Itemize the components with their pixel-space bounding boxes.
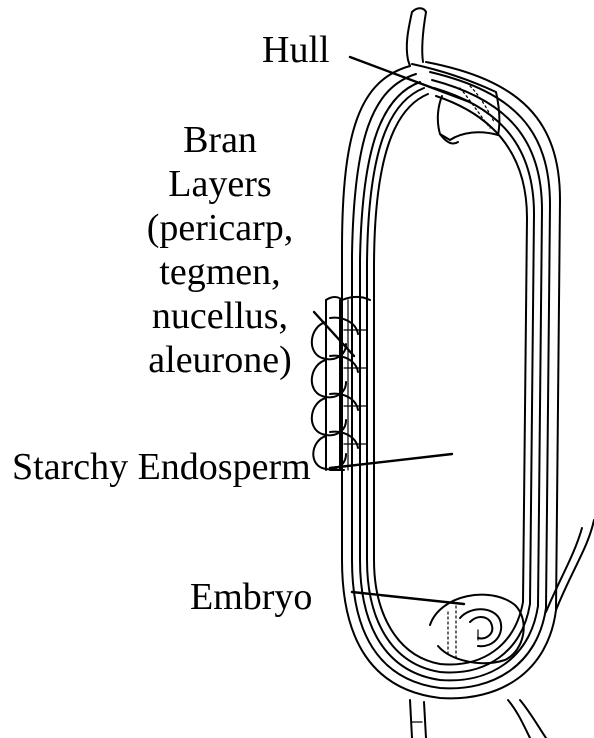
bran-label-line: (pericarp,: [124, 206, 316, 250]
bran-label-line: Layers: [124, 162, 316, 206]
embryo-leader: [352, 592, 464, 604]
bran-label-line: aleurone): [124, 338, 316, 382]
bran-label-line: Bran: [124, 118, 316, 162]
hull-label: Hull: [262, 28, 330, 72]
starchy-endosperm-label: Starchy Endosperm: [12, 445, 311, 489]
embryo-label: Embryo: [190, 575, 312, 619]
bran-label-line: tegmen,: [124, 250, 316, 294]
bran-layers-label: Bran Layers (pericarp, tegmen, nucellus,…: [124, 118, 316, 382]
bran-label-line: nucellus,: [124, 294, 316, 338]
embryo-shape: [430, 595, 524, 664]
hull-tip: [407, 8, 426, 66]
bran-layers: [312, 297, 370, 470]
